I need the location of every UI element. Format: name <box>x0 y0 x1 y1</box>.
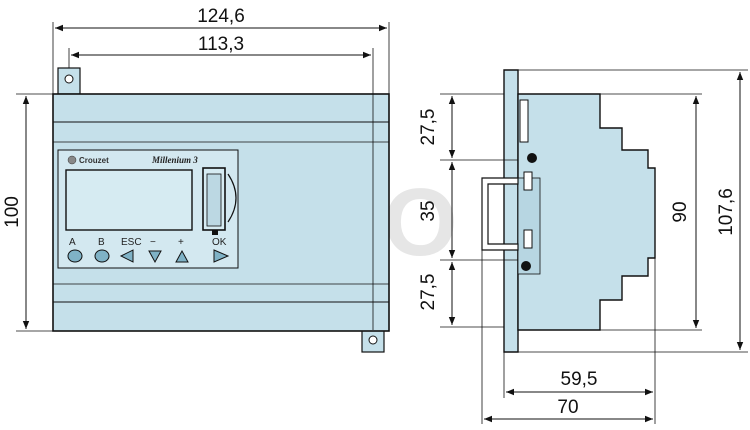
button-b <box>94 249 110 263</box>
brand-label: Crouzet <box>79 156 109 165</box>
mounting-hole-top <box>64 74 74 84</box>
dimension-bottom-section-label: 27,5 <box>418 274 439 311</box>
dimension-mounting-width-label: 113,3 <box>198 34 244 55</box>
dimension-body-height-label: 90 <box>670 201 691 222</box>
mounting-hole-bottom <box>368 335 378 345</box>
crouzet-logo-icon <box>67 155 77 165</box>
cartridge-cover <box>206 173 222 227</box>
button-label-esc: ESC <box>121 237 142 248</box>
dimension-depth-overall-label: 70 <box>557 397 578 418</box>
dimension-top-section-label: 27,5 <box>418 109 439 146</box>
button-label-minus: − <box>150 237 156 248</box>
dimension-height-label: 100 <box>2 196 23 228</box>
button-label-ok: OK <box>212 237 227 248</box>
button-label-plus: + <box>178 237 184 248</box>
side-view <box>481 69 656 353</box>
lcd-screen <box>65 169 193 231</box>
button-ok <box>213 249 230 263</box>
button-esc <box>119 249 134 263</box>
side-slot-mid <box>523 171 533 191</box>
front-view: Crouzet Millenium 3 A B ESC − + OK <box>52 67 390 353</box>
rail-clip-area <box>517 177 541 275</box>
side-dimensions: 27,5 35 27,5 90 107,6 59,5 70 <box>418 69 748 424</box>
front-dimensions: 124,6 113,3 100 <box>2 6 390 332</box>
button-a <box>67 249 83 263</box>
side-slot-top <box>519 99 529 143</box>
cartridge-tab <box>212 230 218 235</box>
dimension-overall-width-label: 124,6 <box>197 6 245 27</box>
cartridge-latch <box>227 173 237 223</box>
product-label: Millenium 3 <box>151 155 198 165</box>
dimension-overall-height-label: 107,6 <box>716 188 737 236</box>
dimension-rail-label: 35 <box>418 200 439 221</box>
button-label-b: B <box>98 237 105 248</box>
din-rail <box>481 177 519 251</box>
dimension-depth-body-label: 59,5 <box>561 369 598 390</box>
button-plus <box>175 249 189 263</box>
button-label-a: A <box>69 237 76 248</box>
rail-clip-bottom <box>521 261 531 271</box>
button-minus <box>148 250 162 264</box>
side-slot-low <box>523 229 533 249</box>
rail-clip-top <box>527 153 537 163</box>
side-bezel <box>503 69 519 353</box>
